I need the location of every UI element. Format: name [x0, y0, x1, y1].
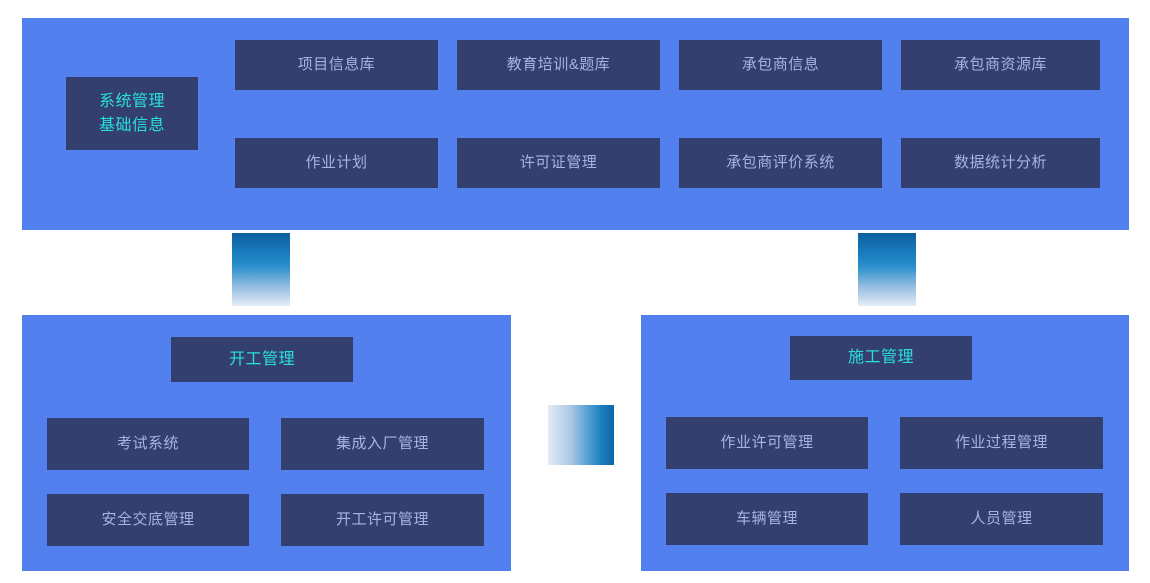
module-education-training-question-bank[interactable]: 教育培训&题库: [457, 40, 660, 90]
top-panel-title-box[interactable]: 系统管理 基础信息: [66, 77, 198, 150]
connector-top-to-bottom-right: [858, 233, 916, 306]
top-panel-title-line2: 基础信息: [98, 116, 165, 134]
connector-between-bottom-panels: [548, 405, 614, 465]
module-contractor-evaluation-system[interactable]: 承包商评价系统: [679, 138, 882, 188]
bottom-left-panel-title-box[interactable]: 开工管理: [171, 337, 353, 382]
connector-top-to-bottom-left: [232, 233, 290, 306]
module-vehicle-management[interactable]: 车辆管理: [666, 493, 868, 545]
module-integrated-plant-entry-management[interactable]: 集成入厂管理: [281, 418, 484, 470]
module-exam-system[interactable]: 考试系统: [47, 418, 249, 470]
module-contractor-info[interactable]: 承包商信息: [679, 40, 882, 90]
module-personnel-management[interactable]: 人员管理: [900, 493, 1103, 545]
module-contractor-resource-library[interactable]: 承包商资源库: [901, 40, 1100, 90]
top-panel-title-line1: 系统管理: [98, 93, 165, 111]
module-work-permit-management[interactable]: 作业许可管理: [666, 417, 868, 469]
module-data-statistics-analysis[interactable]: 数据统计分析: [901, 138, 1100, 188]
module-work-plan[interactable]: 作业计划: [235, 138, 438, 188]
module-work-process-management[interactable]: 作业过程管理: [900, 417, 1103, 469]
module-license-management[interactable]: 许可证管理: [457, 138, 660, 188]
module-safety-briefing-management[interactable]: 安全交底管理: [47, 494, 249, 546]
bottom-right-panel-title-box[interactable]: 施工管理: [790, 336, 972, 380]
module-start-work-permit-management[interactable]: 开工许可管理: [281, 494, 484, 546]
module-project-info-library[interactable]: 项目信息库: [235, 40, 438, 90]
